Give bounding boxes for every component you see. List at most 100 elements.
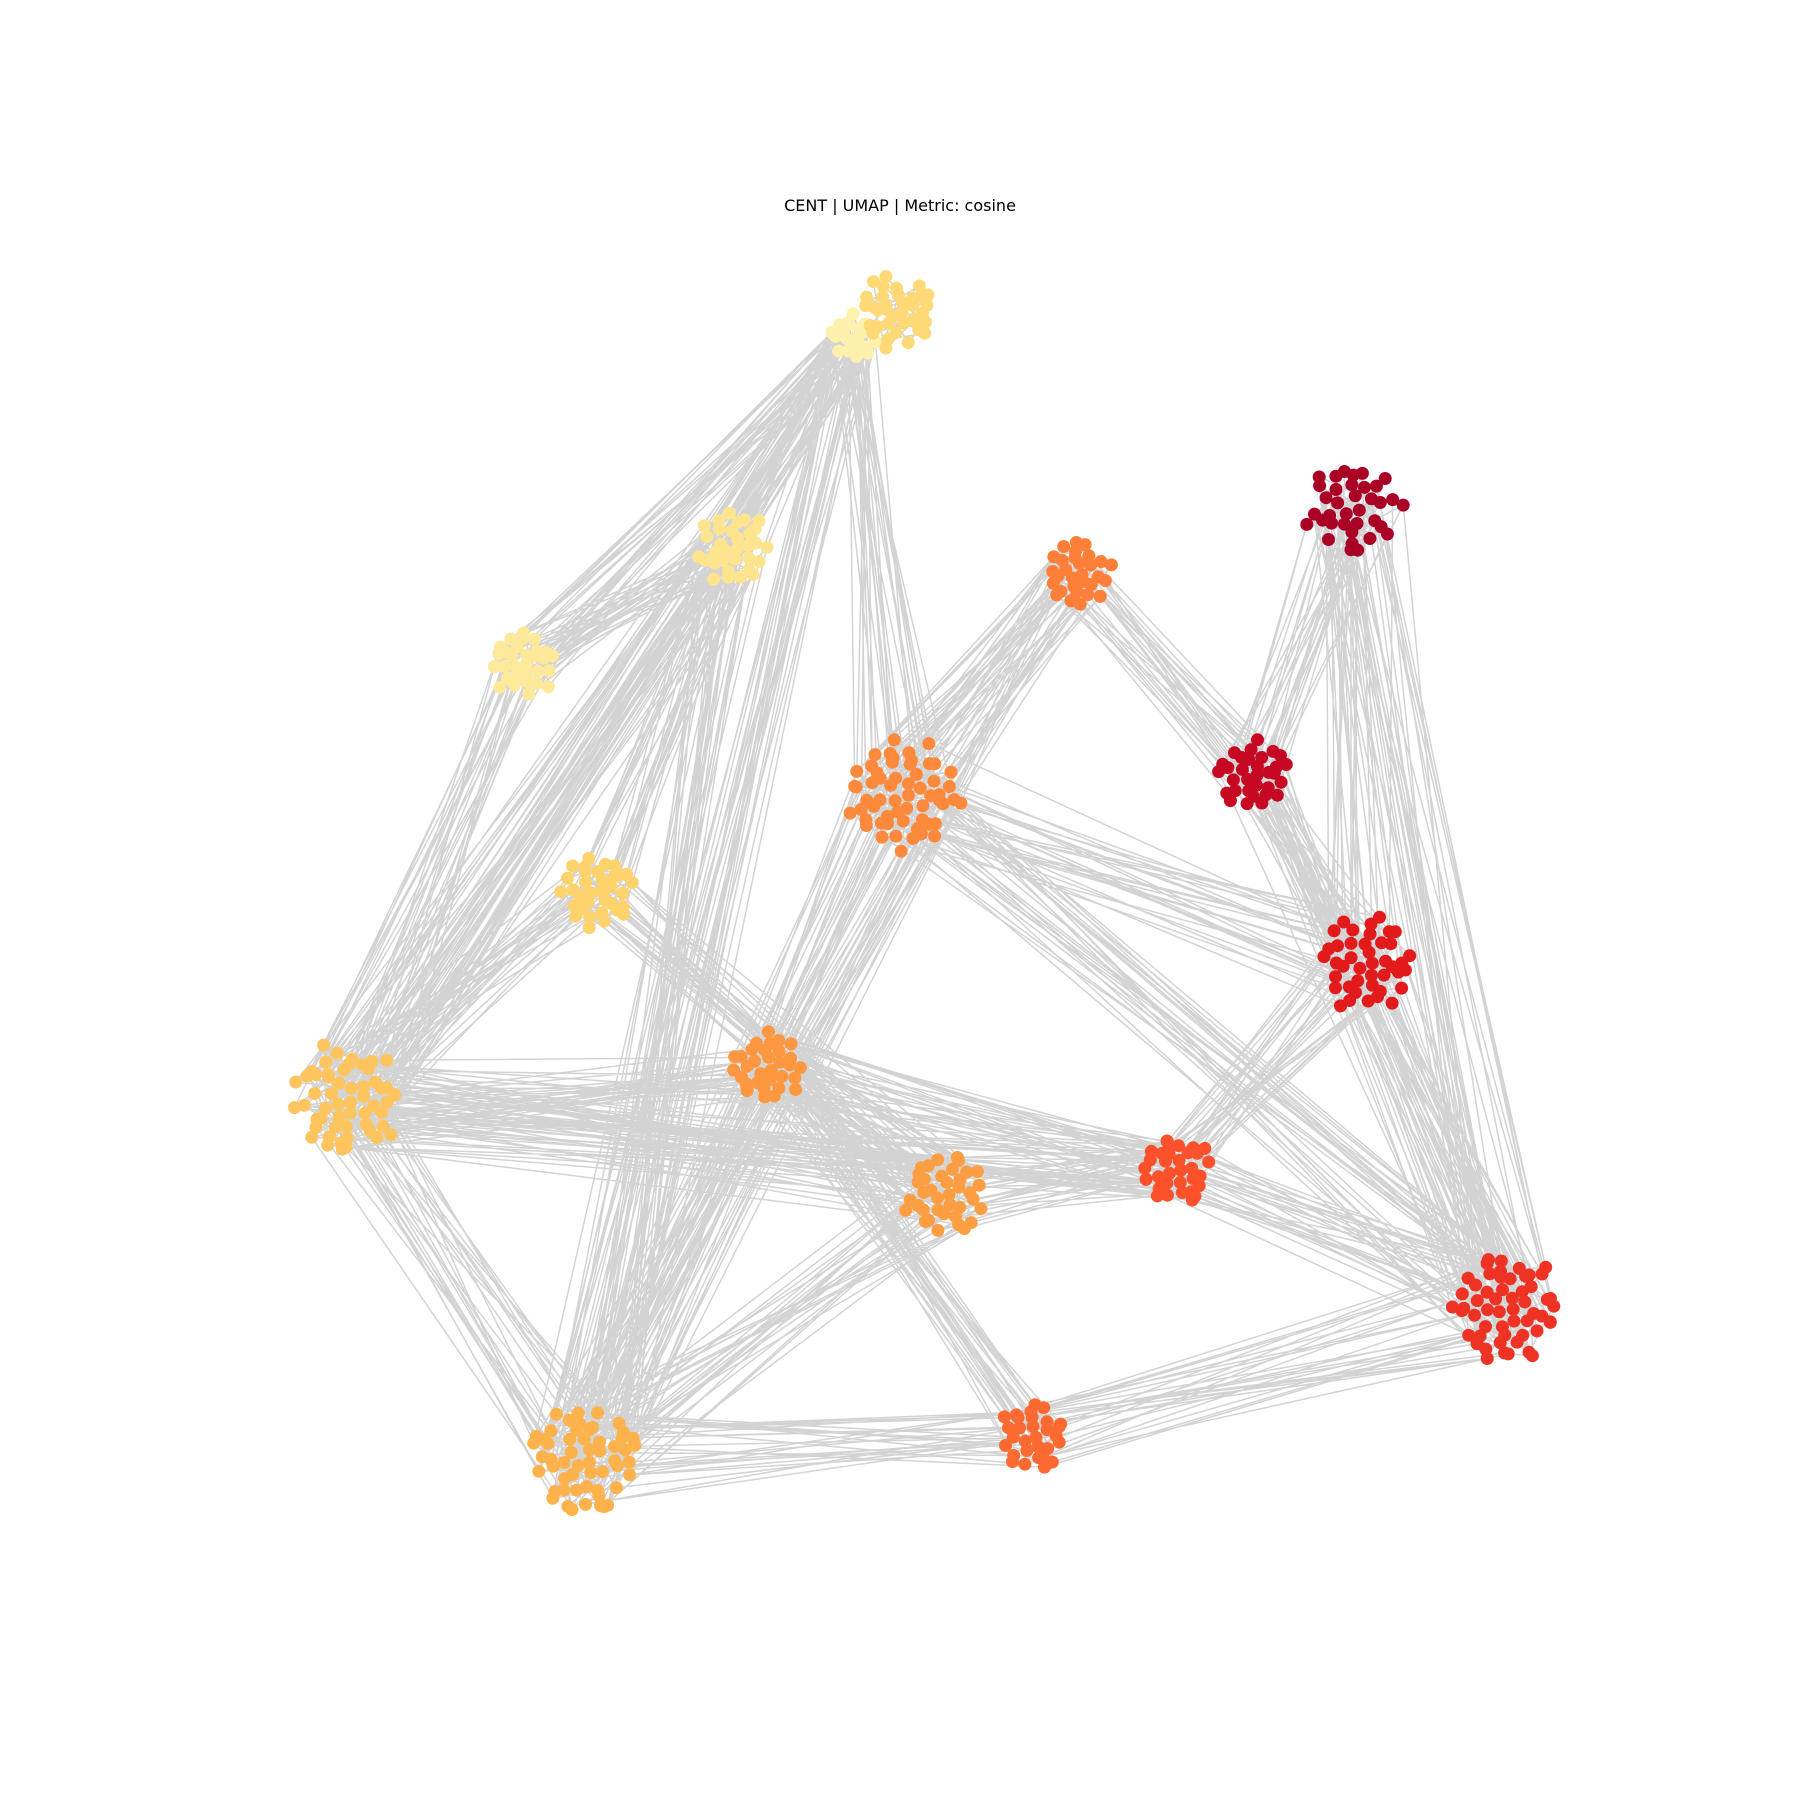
graph-node xyxy=(586,1420,599,1434)
graph-node xyxy=(601,1498,615,1512)
graph-node xyxy=(1512,1261,1526,1275)
graph-node xyxy=(1481,1253,1495,1267)
graph-node xyxy=(697,519,711,533)
graph-node xyxy=(1322,942,1336,956)
graph-node xyxy=(1483,1267,1497,1281)
graph-node xyxy=(1300,517,1314,531)
graph-node xyxy=(577,1432,591,1446)
graph-node xyxy=(1355,466,1369,480)
graph-node xyxy=(1334,999,1347,1013)
graph-node xyxy=(1073,597,1087,611)
graph-node xyxy=(832,344,846,358)
graph-node xyxy=(1223,794,1237,808)
graph-node xyxy=(1506,1302,1520,1316)
graph-node xyxy=(899,1203,913,1217)
graph-node xyxy=(1547,1299,1561,1313)
graph-node xyxy=(914,1161,928,1175)
graph-node xyxy=(1212,765,1226,779)
graph-node xyxy=(861,346,875,360)
graph-node xyxy=(865,759,879,773)
graph-node xyxy=(712,514,726,527)
graph-node xyxy=(1244,743,1258,757)
graph-node xyxy=(867,275,880,289)
graph-node xyxy=(608,1440,621,1454)
graph-node xyxy=(1082,549,1096,563)
graph-node xyxy=(997,1410,1011,1424)
graph-node xyxy=(728,1050,742,1064)
graph-node xyxy=(921,288,935,302)
cluster-2 xyxy=(692,506,774,586)
graph-node xyxy=(498,659,512,673)
graph-node xyxy=(1363,532,1377,545)
graph-node xyxy=(1363,927,1377,941)
graph-node xyxy=(1329,981,1342,995)
graph-node xyxy=(1339,507,1353,521)
graph-node xyxy=(375,1105,389,1119)
graph-node xyxy=(1018,1457,1032,1471)
graph-node xyxy=(902,746,916,760)
graph-node xyxy=(1069,536,1083,549)
graph-node xyxy=(1357,480,1371,494)
graph-node xyxy=(922,737,936,751)
graph-node xyxy=(549,1407,563,1421)
cluster-9 xyxy=(843,733,968,858)
graph-node xyxy=(1352,503,1366,517)
graph-node xyxy=(319,1055,333,1069)
graph-node xyxy=(562,1413,576,1427)
graph-node xyxy=(544,1424,558,1438)
graph-node xyxy=(584,1466,598,1480)
graph-node xyxy=(1255,796,1269,810)
graph-node xyxy=(1461,1271,1475,1285)
graph-node xyxy=(317,1038,331,1052)
graph-node xyxy=(370,1131,384,1145)
graph-node xyxy=(531,664,545,678)
graph-node xyxy=(1398,963,1412,977)
graph-node xyxy=(1348,489,1362,503)
graph-node xyxy=(1198,1141,1212,1155)
graph-node xyxy=(1329,956,1343,970)
graph-node xyxy=(722,570,735,584)
graph-node xyxy=(527,632,541,646)
graph-node xyxy=(321,1068,335,1082)
graph-node xyxy=(358,1106,372,1120)
graph-node xyxy=(1002,1421,1015,1435)
graph-node xyxy=(1139,1172,1153,1186)
graph-node xyxy=(1331,496,1345,510)
graph-node xyxy=(760,540,774,554)
graph-node xyxy=(866,326,880,340)
graph-node xyxy=(737,513,751,527)
graph-node xyxy=(597,914,611,928)
graph-node xyxy=(1510,1335,1524,1349)
graph-node xyxy=(874,816,888,830)
graph-node xyxy=(1020,1444,1034,1457)
graph-node xyxy=(1377,968,1391,982)
graph-node xyxy=(937,1207,951,1221)
graph-node xyxy=(325,1087,339,1100)
graph-node xyxy=(1150,1189,1164,1203)
graph-node xyxy=(876,280,890,293)
graph-node xyxy=(999,1439,1012,1452)
graph-node xyxy=(1337,465,1351,478)
graph-node xyxy=(740,1084,754,1098)
graph-node xyxy=(749,1036,763,1050)
graph-node xyxy=(951,1151,964,1164)
graph-node xyxy=(582,852,596,865)
graph-node xyxy=(917,1185,931,1199)
graph-node xyxy=(566,859,580,873)
graph-node xyxy=(1270,788,1284,802)
graph-node xyxy=(1492,1305,1506,1319)
graph-node xyxy=(865,776,879,790)
graph-node xyxy=(1050,588,1064,602)
graph-node xyxy=(1505,1291,1519,1305)
graph-node xyxy=(742,551,756,565)
graph-node xyxy=(1470,1294,1484,1308)
graph-node xyxy=(1329,483,1343,496)
graph-node xyxy=(517,626,530,640)
graph-node xyxy=(1006,1455,1019,1469)
graph-node xyxy=(319,1101,333,1115)
graph-node xyxy=(1274,749,1287,763)
graph-node xyxy=(305,1130,319,1144)
graph-node xyxy=(928,757,942,771)
graph-node xyxy=(493,680,507,694)
graph-node xyxy=(920,298,934,312)
